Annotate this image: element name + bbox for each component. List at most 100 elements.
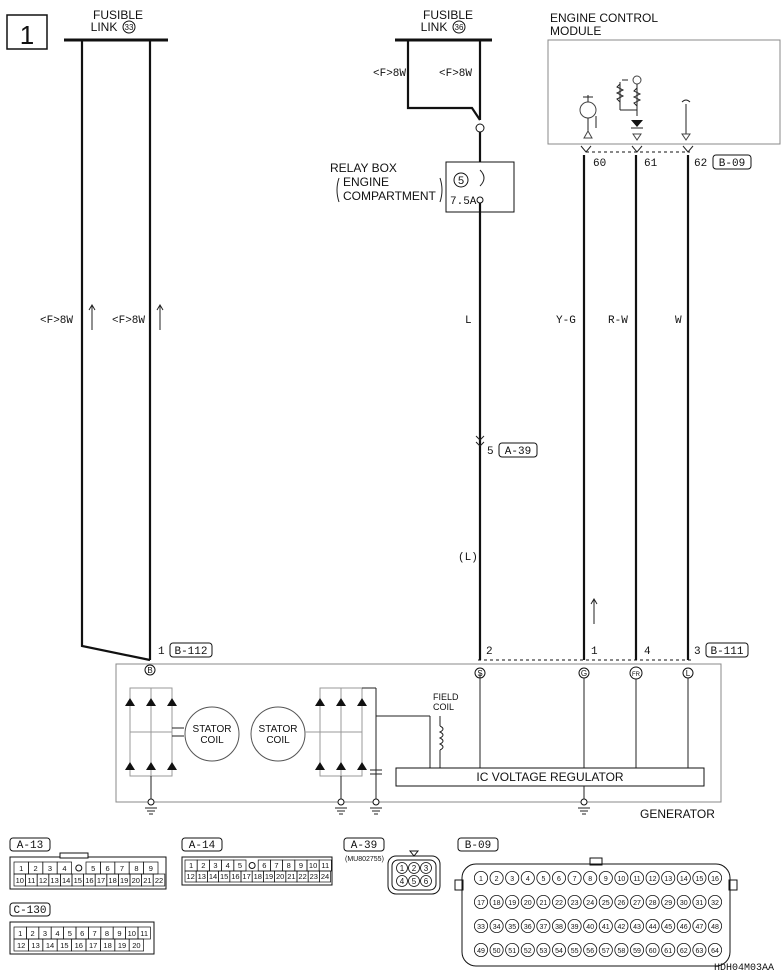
b09-pin-circle [630, 871, 645, 886]
b09-pin-circle [536, 895, 551, 910]
b09-pin-29: 29 [664, 900, 672, 907]
b09-pin-18: 18 [493, 900, 501, 907]
ic-regulator-label: IC VOLTAGE REGULATOR [476, 770, 623, 784]
b09-pin-42: 42 [618, 924, 626, 931]
b09-pin-circle [614, 943, 629, 958]
a14-pin-11: 11 [321, 861, 329, 870]
a13-pin-22: 22 [155, 876, 163, 885]
fusible-link-36-link: LINK [421, 20, 448, 34]
ecm-connector: 60 61 62 B-09 [580, 145, 752, 170]
a14-label: A-14 [189, 840, 216, 852]
b09-pin-57: 57 [602, 948, 610, 955]
b09-pin-circle [708, 943, 723, 958]
a13-pin-12: 12 [39, 876, 47, 885]
b09-pin-31: 31 [696, 900, 704, 907]
wire-label-f8w-2: <F>8W [439, 68, 472, 80]
b09-pin-63: 63 [696, 948, 704, 955]
a13-pin-20: 20 [132, 876, 140, 885]
gen-connector-left: B-112 [174, 646, 207, 658]
a13-pin-cell [152, 873, 166, 887]
fusible-link-36-num-circle [452, 20, 466, 34]
b09-pin-circle [520, 919, 535, 934]
b09-pin-2: 2 [495, 876, 499, 883]
a39-junction: 5 A-39 [475, 435, 538, 458]
a14-pin-2: 2 [201, 861, 205, 870]
terminal-l: L [686, 669, 691, 678]
b09-pin-circle [505, 943, 520, 958]
b09-pin-circle [583, 943, 598, 958]
c130-pin-9: 9 [117, 929, 121, 938]
fusible-link-33: FUSIBLE LINK 33 [64, 8, 168, 42]
junction-chevron-icon [475, 435, 485, 447]
field-coil-line1: FIELD [433, 692, 459, 702]
b09-pin-circle [661, 871, 676, 886]
b09-pin-9: 9 [604, 876, 608, 883]
fusible-link-33-num: 33 [125, 23, 134, 32]
b09-pin-circle [614, 871, 629, 886]
gen-pin-1: 1 [158, 646, 165, 658]
b09-pin-circle [614, 919, 629, 934]
b09-pin-62: 62 [680, 948, 688, 955]
ecm-connector-label: B-09 [719, 158, 745, 170]
b09-pin-circle [645, 895, 660, 910]
b09-pin-32: 32 [711, 900, 719, 907]
a14-pin-14: 14 [209, 872, 217, 881]
b09-pin-61: 61 [664, 948, 672, 955]
b09-label: B-09 [465, 840, 491, 852]
a14-pin-17: 17 [242, 872, 250, 881]
b09-pin-36: 36 [524, 924, 532, 931]
c130-label: C-130 [13, 905, 46, 917]
b09-pin-circle [505, 919, 520, 934]
a14-pin-20: 20 [276, 872, 284, 881]
b09-pin-30: 30 [680, 900, 688, 907]
a39-pin-2: 2 [412, 864, 417, 873]
wire-label-rw: R-W [608, 315, 628, 327]
b09-pin-56: 56 [586, 948, 594, 955]
a13-pin-10: 10 [16, 876, 24, 885]
b09-pin-circle [552, 871, 567, 886]
b09-pin-12: 12 [649, 876, 657, 883]
b09-pin-circle [630, 943, 645, 958]
b09-pin-13: 13 [664, 876, 672, 883]
a39-pin-3: 3 [424, 864, 429, 873]
generator: GENERATOR STATOR COIL STATOR COIL [115, 663, 722, 821]
terminal-g: G [581, 669, 587, 678]
b09-pin-circle [676, 919, 691, 934]
a14-pin-12: 12 [186, 872, 194, 881]
b09-pin-circle [598, 919, 613, 934]
b09-pin-5: 5 [541, 876, 545, 883]
a14-pin-6: 6 [262, 861, 266, 870]
b09-pin-circle [536, 943, 551, 958]
b09-pin-circle [567, 919, 582, 934]
b09-pin-15: 15 [696, 876, 704, 883]
gen-connector-right: B-111 [710, 646, 743, 658]
b09-pin-58: 58 [618, 948, 626, 955]
b09-pin-8: 8 [588, 876, 592, 883]
a13-pin-4: 4 [62, 864, 66, 873]
b09-pin-7: 7 [573, 876, 577, 883]
relay-box-title: RELAY BOX [330, 161, 397, 175]
b09-pin-47: 47 [696, 924, 704, 931]
b09-pin-35: 35 [508, 924, 516, 931]
page-number-box: 1 [6, 14, 48, 50]
relay-box: RELAY BOX ENGINE COMPARTMENT 5 7.5A [330, 161, 515, 213]
b09-pin-circle [552, 895, 567, 910]
wire-label-f8w-4: <F>8W [112, 315, 145, 327]
terminal-fr: FR [632, 672, 641, 678]
c130-pin-19: 19 [118, 941, 126, 950]
a39-part: (MU802755) [345, 856, 384, 863]
a39-pin-circle [396, 875, 408, 887]
relay-box-sub2: COMPARTMENT [343, 189, 437, 203]
a14-pin-9: 9 [299, 861, 303, 870]
a14-pin-24: 24 [321, 872, 329, 881]
diode-icon [631, 120, 643, 127]
b09-pin-26: 26 [618, 900, 626, 907]
b09-pin-circle [536, 919, 551, 934]
b09-pin-circle [536, 871, 551, 886]
a39-pin-5: 5 [412, 877, 417, 886]
gen-pin-3: 3 [694, 646, 701, 658]
c130-pin-cell [137, 926, 151, 940]
a14-pin-21: 21 [287, 872, 295, 881]
